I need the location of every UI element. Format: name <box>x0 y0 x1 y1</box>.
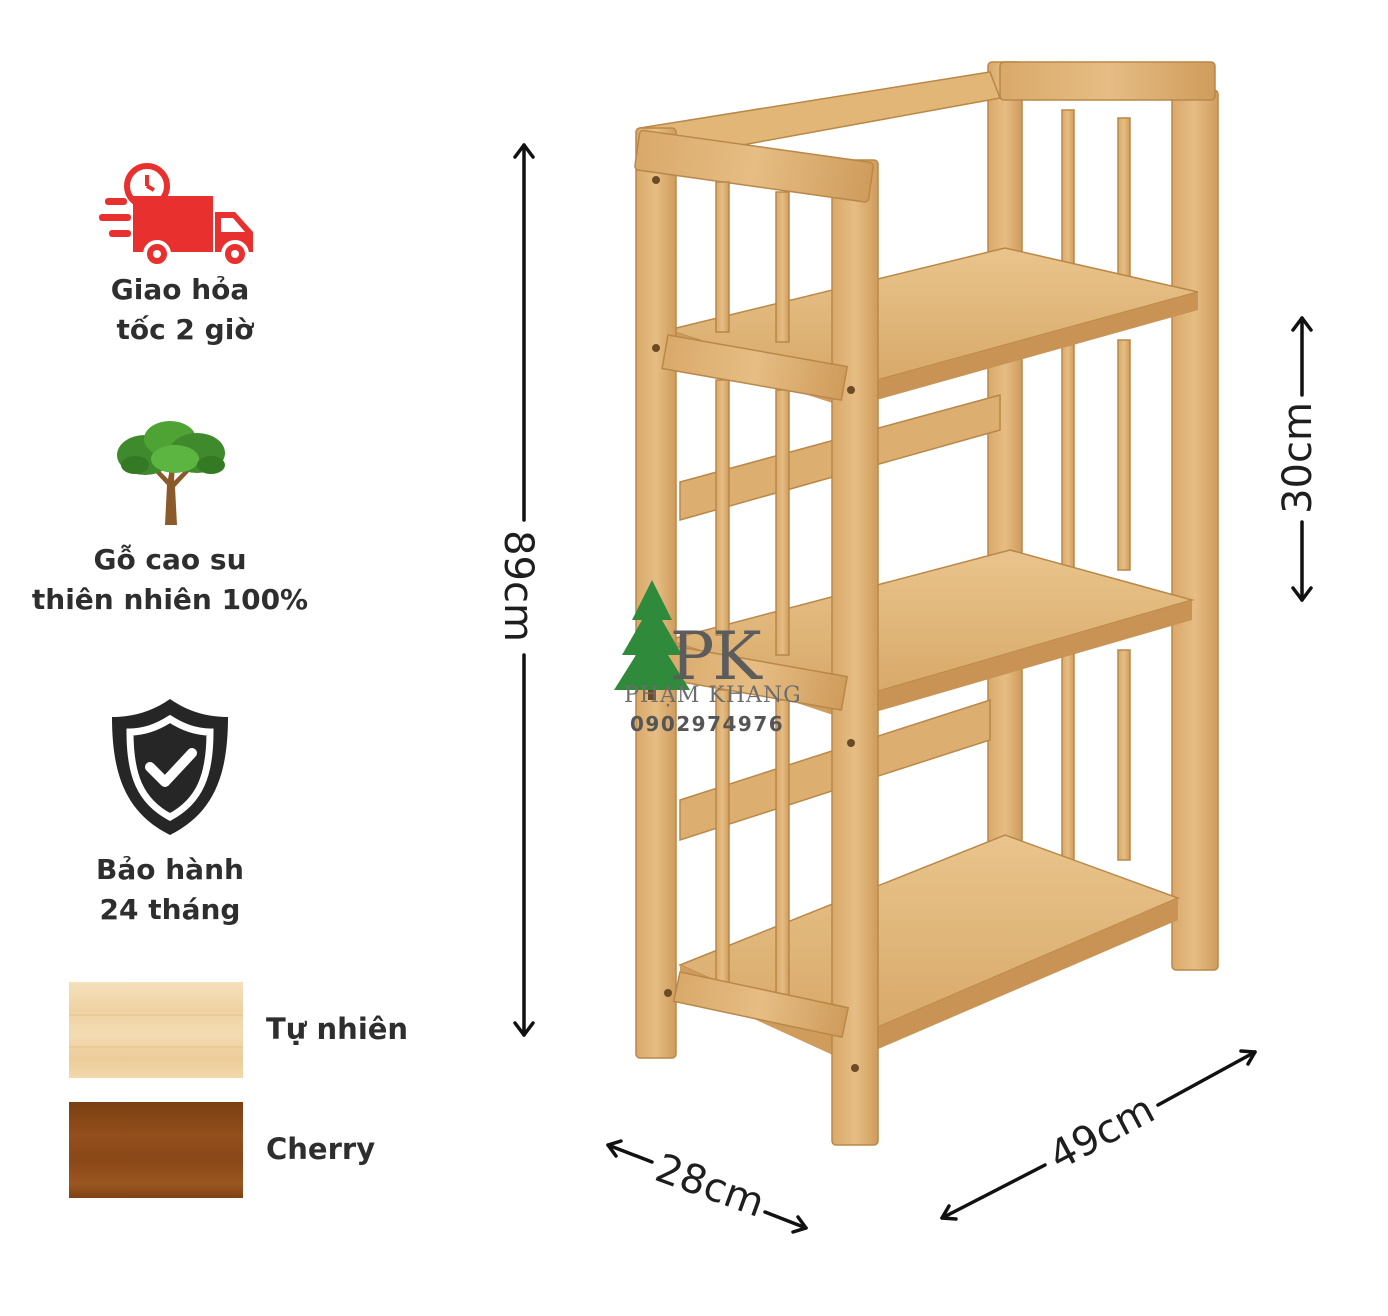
watermark-brand: PHẠM KHANG <box>624 683 802 708</box>
feature-wood-label: Gỗ cao su thiên nhiên 100% <box>20 540 320 620</box>
finish-swatch-cherry[interactable] <box>69 1102 243 1198</box>
feature-warranty-label: Bảo hành 24 tháng <box>50 850 290 930</box>
feature-line: Gỗ cao su <box>93 543 247 576</box>
feature-line: thiên nhiên 100% <box>31 583 309 616</box>
finish-swatch-natural[interactable] <box>69 982 243 1078</box>
height-dimension-label: 89cm <box>494 530 541 642</box>
feature-line: Bảo hành <box>96 853 244 886</box>
delivery-truck-icon <box>99 163 253 268</box>
watermark-phone: 0902974976 <box>630 712 785 736</box>
tree-icon <box>117 421 225 525</box>
feature-delivery <box>95 160 265 360</box>
feature-line: tốc 2 giờ <box>116 313 254 346</box>
feature-delivery-label: Giao hỏa tốc 2 giờ <box>60 270 300 350</box>
feature-warranty <box>110 695 240 840</box>
watermark-logo-text: PK <box>670 618 762 695</box>
shelf-gap-dimension-label: 30cm <box>1274 402 1321 514</box>
finish-label-natural: Tự nhiên <box>266 1012 409 1046</box>
finish-label-cherry: Cherry <box>266 1132 376 1166</box>
pine-tree-icon <box>614 580 690 700</box>
shield-check-icon <box>112 699 228 835</box>
feature-wood <box>105 415 235 530</box>
feature-line: Giao hỏa <box>110 273 250 306</box>
feature-line: 24 tháng <box>99 893 241 926</box>
front-left-frame <box>634 127 879 1146</box>
